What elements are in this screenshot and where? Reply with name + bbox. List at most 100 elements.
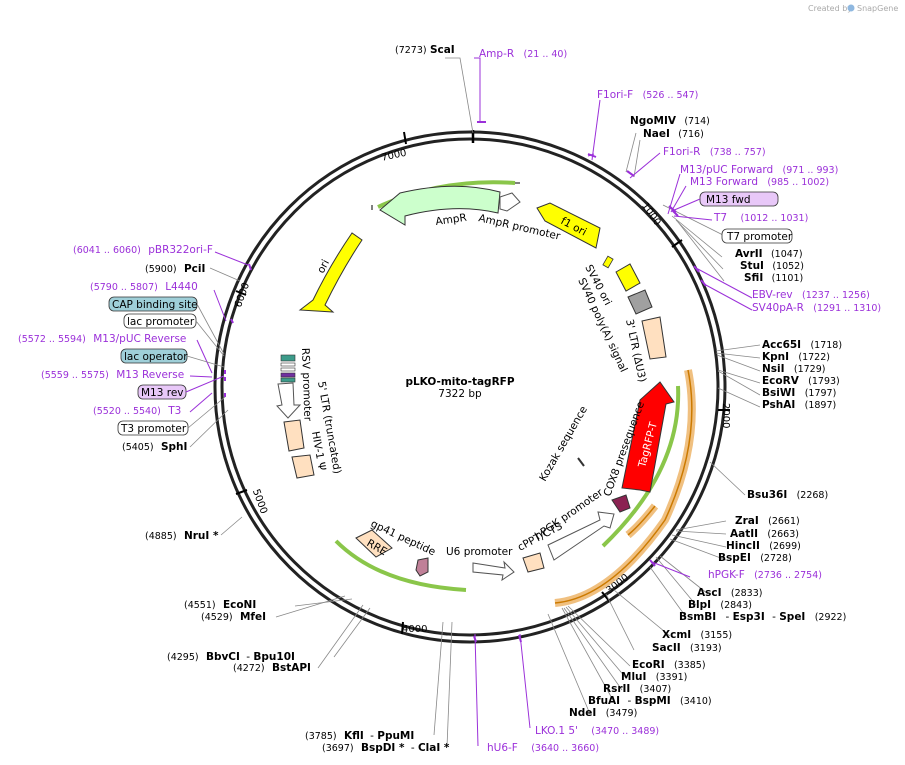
site-blpi: BlpI (2843) <box>688 599 752 611</box>
amprprom-arrow <box>499 192 521 212</box>
svg-text:lac operator: lac operator <box>124 351 188 363</box>
ampr-arrow <box>379 185 501 226</box>
box-lacprom: lac promoter <box>123 313 225 357</box>
rsv-label: RSV promoter <box>299 348 314 422</box>
site-ndei: NdeI (3479) <box>569 707 637 719</box>
lac-feature-teal <box>280 354 296 362</box>
restriction-sites: (7273) ScaI NgoMIV (714) NaeI (716) AvrI… <box>122 44 846 754</box>
site-ecori: EcoRI (3385) <box>632 659 706 671</box>
primer-sv40par: SV40pA-R (1291 .. 1310) <box>752 302 881 314</box>
snapgene-credit: Created by SnapGene <box>808 4 898 13</box>
kozak-label: Kozak sequence <box>537 404 590 483</box>
site-pcii: (5900) PciI <box>145 263 205 275</box>
site-bspdi: (3697) BspDI * - ClaI * <box>322 742 450 754</box>
site-asci: AscI (2833) <box>697 587 762 599</box>
site-ecorv: EcoRV (1793) <box>762 375 840 387</box>
boxed-labels: M13 fwd T7 promoter CAP binding site lac… <box>108 191 793 436</box>
primer-hu6f: hU6-F (3640 .. 3660) <box>487 742 599 754</box>
box-m13rev: M13 rev <box>137 375 225 400</box>
rre-green-arc <box>334 539 467 592</box>
primer-pbr322: (6041 .. 6060) pBR322ori-F <box>73 244 213 256</box>
lac-feature-white <box>280 362 296 367</box>
u6-label: U6 promoter <box>446 546 513 558</box>
primer-lko1: LKO.1 5' (3470 .. 3489) <box>535 725 659 737</box>
ampr-label: AmpR <box>435 212 468 228</box>
site-bfuai: BfuAI - BspMI (3410) <box>588 695 712 707</box>
plasmid-name: pLKO-mito-tagRFP <box>405 376 514 388</box>
tick-7000 <box>403 131 407 145</box>
site-hincii: HincII (2699) <box>726 540 801 552</box>
leader-lines <box>189 57 761 748</box>
svg-text:M13 fwd: M13 fwd <box>706 194 751 206</box>
primer-ebvrev: EBV-rev (1237 .. 1256) <box>752 289 870 301</box>
u6-arrow <box>472 560 515 582</box>
site-bstapi: (4272) BstAPI <box>233 662 311 674</box>
site-bspei: BspEI (2728) <box>718 552 792 564</box>
credit-prefix: Created by <box>808 4 852 13</box>
svg-text:T7 promoter: T7 promoter <box>726 231 793 243</box>
lac-feature-purple <box>280 372 296 378</box>
ltr3-box <box>641 316 667 360</box>
site-bsu36i: Bsu36I (2268) <box>747 489 828 501</box>
site-ngomiv: NgoMIV (714) <box>630 115 710 127</box>
primer-hpgkf: hPGK-F (2736 .. 2754) <box>708 569 822 581</box>
site-avrii: AvrII (1047) <box>735 248 803 260</box>
tick-1000 <box>671 239 683 248</box>
primer-m13rev: (5559 .. 5575) M13 Reverse <box>41 369 184 381</box>
site-acc65i: Acc65I (1718) <box>762 339 842 351</box>
rre-box <box>355 529 393 558</box>
site-mlui: MluI (3391) <box>621 671 687 683</box>
tick-label-4000: 4000 <box>402 624 427 635</box>
svg-text:M13 rev: M13 rev <box>141 387 184 399</box>
svg-text:T3 promoter: T3 promoter <box>120 423 187 435</box>
tick-label-7000: 7000 <box>380 148 407 164</box>
box-m13fwd: M13 fwd <box>671 191 779 212</box>
green-arc-right <box>601 385 681 548</box>
tick-5000 <box>235 489 248 495</box>
ori-arrow <box>298 232 363 313</box>
plasmid-size: 7322 bp <box>438 388 482 400</box>
site-pshai: PshAI (1897) <box>762 399 836 411</box>
psi-box <box>291 454 315 479</box>
leader-scai <box>445 57 474 134</box>
primer-f1orif: F1ori-F (526 .. 547) <box>597 89 698 101</box>
ori-label: ori <box>315 258 332 276</box>
sv40polya-box <box>627 289 653 315</box>
primer-f1orir: F1ori-R (738 .. 757) <box>663 146 766 158</box>
gp41-arrow <box>415 557 429 577</box>
cppt-box <box>522 552 545 573</box>
primer-l4440: (5790 .. 5807) L4440 <box>90 281 198 293</box>
site-kfli: (3785) KflI - PpuMI <box>305 730 414 742</box>
site-sphi: (5405) SphI <box>122 441 187 453</box>
snapgene-logo-icon <box>847 4 855 12</box>
tick-label-5000: 5000 <box>250 488 269 516</box>
site-bsmbi: BsmBI - Esp3I - SpeI (2922) <box>679 611 846 623</box>
leader-ampr <box>474 57 481 122</box>
box-t3prom: T3 promoter <box>117 396 226 436</box>
sv40-small-yellow <box>615 263 641 292</box>
site-stui: StuI (1052) <box>740 260 804 272</box>
primer-m13fwd: M13 Forward (985 .. 1002) <box>690 176 829 188</box>
box-lacop: lac operator <box>120 348 225 368</box>
cox8-arrow <box>611 494 631 513</box>
site-naei: NaeI (716) <box>643 128 704 140</box>
rsv-arrow <box>276 382 302 419</box>
box-t7prom: T7 promoter <box>721 228 793 244</box>
lac-feature-white2 <box>280 367 296 372</box>
site-sfii: SfiI (1101) <box>744 272 803 284</box>
site-scai: (7273) ScaI <box>395 44 455 56</box>
f1ori-arrow <box>536 202 601 249</box>
svg-text:CAP binding site: CAP binding site <box>112 299 198 311</box>
primer-t7: T7 (1012 .. 1031) <box>713 212 808 224</box>
box-capsite: CAP binding site <box>108 296 225 355</box>
sv40ori-box <box>602 255 614 269</box>
site-econi: (4551) EcoNI <box>184 599 256 611</box>
primer-t3: (5520 .. 5540) T3 <box>93 405 181 417</box>
site-rsrii: RsrII (3407) <box>603 683 671 695</box>
tick-label-2000: 2000 <box>720 403 731 428</box>
lac-feature-teal2 <box>280 377 296 383</box>
kozak-mark <box>577 457 585 467</box>
hpgk-arrow <box>547 511 615 561</box>
site-bbvci: (4295) BbvCI - Bpu10I <box>167 651 295 663</box>
